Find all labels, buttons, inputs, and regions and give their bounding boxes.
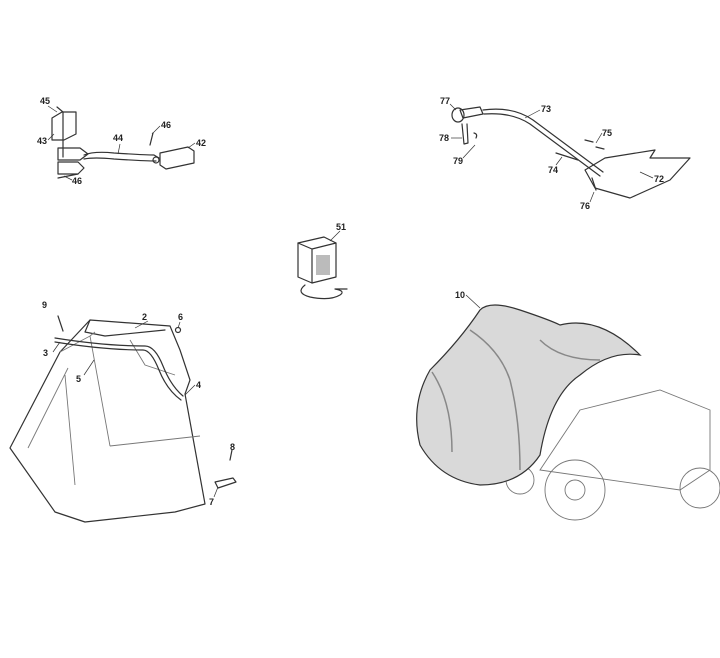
callout-45: 45 xyxy=(40,96,50,106)
callout-4: 4 xyxy=(196,380,201,390)
callout-42: 42 xyxy=(196,138,206,148)
hitch-assembly xyxy=(51,106,195,179)
callout-5: 5 xyxy=(76,374,81,384)
battery-charger xyxy=(297,236,348,300)
callout-46-bottom: 46 xyxy=(72,176,82,186)
callout-74: 74 xyxy=(548,165,558,175)
deflector-assembly xyxy=(451,106,691,199)
leader-lines xyxy=(47,103,654,498)
callout-3: 3 xyxy=(43,348,48,358)
callout-7: 7 xyxy=(209,497,214,507)
callout-51: 51 xyxy=(336,222,346,232)
callout-72: 72 xyxy=(654,174,664,184)
callout-46-top: 46 xyxy=(161,120,171,130)
callout-2: 2 xyxy=(142,312,147,322)
callout-79: 79 xyxy=(453,156,463,166)
callout-78: 78 xyxy=(439,133,449,143)
callout-43: 43 xyxy=(37,136,47,146)
callout-73: 73 xyxy=(541,104,551,114)
grass-catcher xyxy=(9,315,237,523)
tractor-cover xyxy=(416,304,720,521)
callouts: 45 43 44 46 42 46 77 73 78 75 79 74 72 7… xyxy=(37,96,664,507)
callout-76: 76 xyxy=(580,201,590,211)
callout-9: 9 xyxy=(42,300,47,310)
callout-77: 77 xyxy=(440,96,450,106)
callout-6: 6 xyxy=(178,312,183,322)
callout-44: 44 xyxy=(113,133,123,143)
callout-8: 8 xyxy=(230,442,235,452)
callout-75: 75 xyxy=(602,128,612,138)
callout-10: 10 xyxy=(455,290,465,300)
